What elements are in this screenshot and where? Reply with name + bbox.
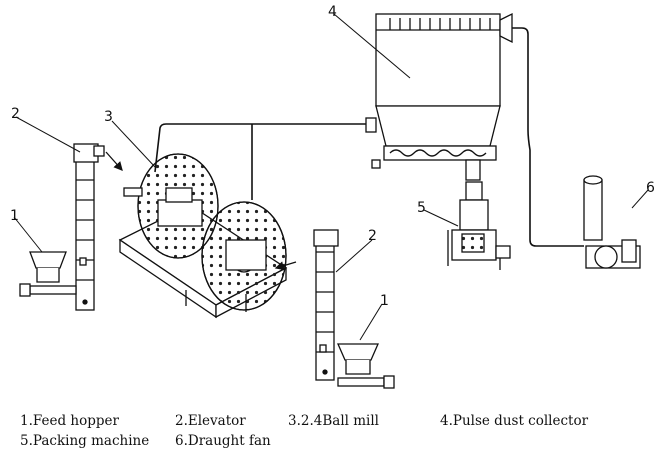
legend-pulse-dust-collector: 4.Pulse dust collector <box>440 413 589 429</box>
legend-feed-hopper: 1.Feed hopper <box>20 413 119 429</box>
callout-draught-fan: 6 <box>646 180 655 196</box>
callout-dust-collector: 4 <box>328 4 337 20</box>
feed-hopper-right <box>337 343 395 389</box>
callout-elevator-left: 2 <box>11 106 20 122</box>
feed-hopper-left <box>19 251 77 297</box>
legend-draught-fan: 6.Draught fan <box>175 433 271 449</box>
packing-machine <box>447 181 511 270</box>
draught-fan <box>583 175 641 269</box>
elevator-right <box>313 229 339 381</box>
ball-mill-left <box>118 153 288 319</box>
pulse-dust-collector <box>365 12 513 181</box>
callout-elevator-right: 2 <box>368 228 377 244</box>
elevator-left <box>73 143 105 311</box>
callout-hopper-right: 1 <box>380 293 389 309</box>
legend-elevator: 2.Elevator <box>175 413 246 429</box>
legend-packing-machine: 5.Packing machine <box>20 433 150 449</box>
duct-piping <box>154 27 584 247</box>
callout-ball-mill-left: 3 <box>104 109 113 125</box>
callout-leaders <box>13 13 649 341</box>
callout-hopper-left: 1 <box>10 208 19 224</box>
callout-packing-machine: 5 <box>417 200 426 216</box>
legend-ball-mill: 3.2.4Ball mill <box>288 413 379 429</box>
